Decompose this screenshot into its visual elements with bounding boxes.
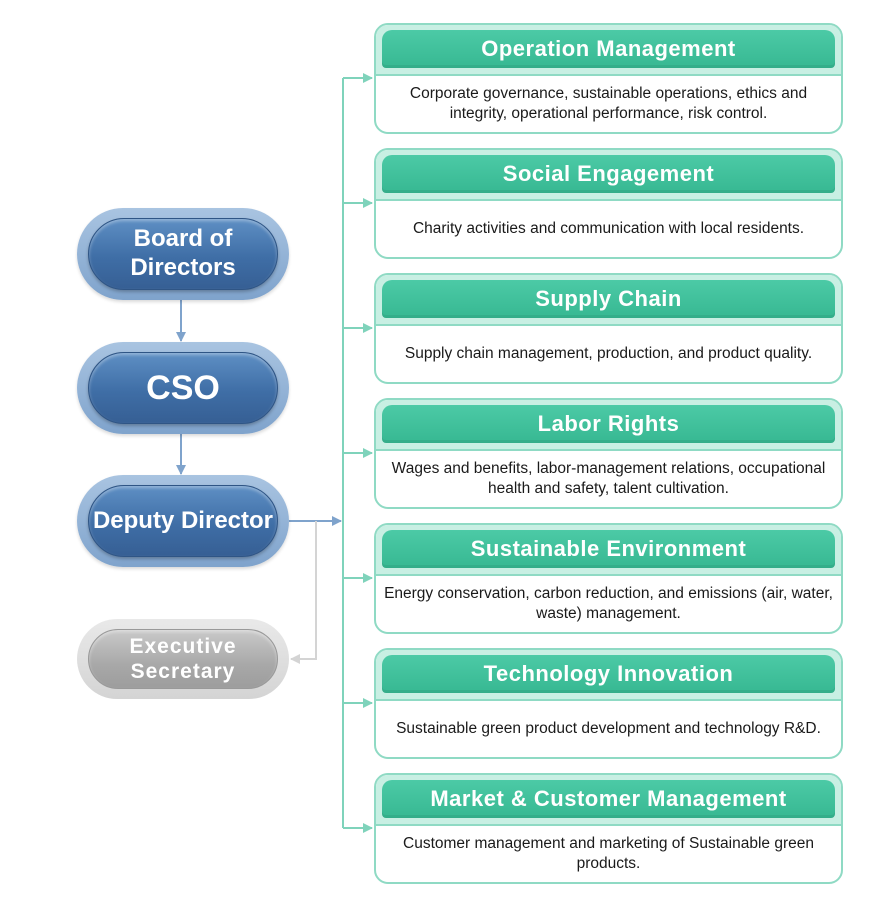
board-of-directors-node: Board of Directors [77, 208, 289, 300]
card-sustainable-environment: Sustainable Environment Energy conservat… [374, 523, 843, 634]
executive-secretary-label: Executive Secretary [88, 629, 278, 689]
cso-label: CSO [88, 352, 278, 424]
card-title: Market & Customer Management [382, 780, 835, 818]
card-market-customer-management: Market & Customer Management Customer ma… [374, 773, 843, 884]
cso-node: CSO [77, 342, 289, 434]
card-description: Corporate governance, sustainable operat… [409, 84, 808, 122]
card-description: Wages and benefits, labor-management rel… [391, 459, 826, 497]
card-title: Sustainable Environment [382, 530, 835, 568]
card-description: Supply chain management, production, and… [404, 344, 813, 362]
card-description: Energy conservation, carbon reduction, a… [384, 584, 833, 622]
card-description: Customer management and marketing of Sus… [403, 834, 814, 872]
card-title: Social Engagement [382, 155, 835, 193]
card-labor-rights: Labor Rights Wages and benefits, labor-m… [374, 398, 843, 509]
executive-secretary-node: Executive Secretary [77, 619, 289, 699]
card-title: Technology Innovation [382, 655, 835, 693]
card-description: Sustainable green product development an… [396, 719, 821, 737]
card-technology-innovation: Technology Innovation Sustainable green … [374, 648, 843, 759]
arrow-deputy-to-secretary [290, 521, 317, 664]
deputy-director-node: Deputy Director [77, 475, 289, 567]
card-title: Operation Management [382, 30, 835, 68]
card-social-engagement: Social Engagement Charity activities and… [374, 148, 843, 259]
board-of-directors-label: Board of Directors [88, 218, 278, 290]
card-supply-chain: Supply Chain Supply chain management, pr… [374, 273, 843, 384]
card-title: Supply Chain [382, 280, 835, 318]
card-description: Charity activities and communication wit… [412, 219, 805, 237]
card-operation-management: Operation Management Corporate governanc… [374, 23, 843, 134]
deputy-director-label: Deputy Director [88, 485, 278, 557]
card-title: Labor Rights [382, 405, 835, 443]
